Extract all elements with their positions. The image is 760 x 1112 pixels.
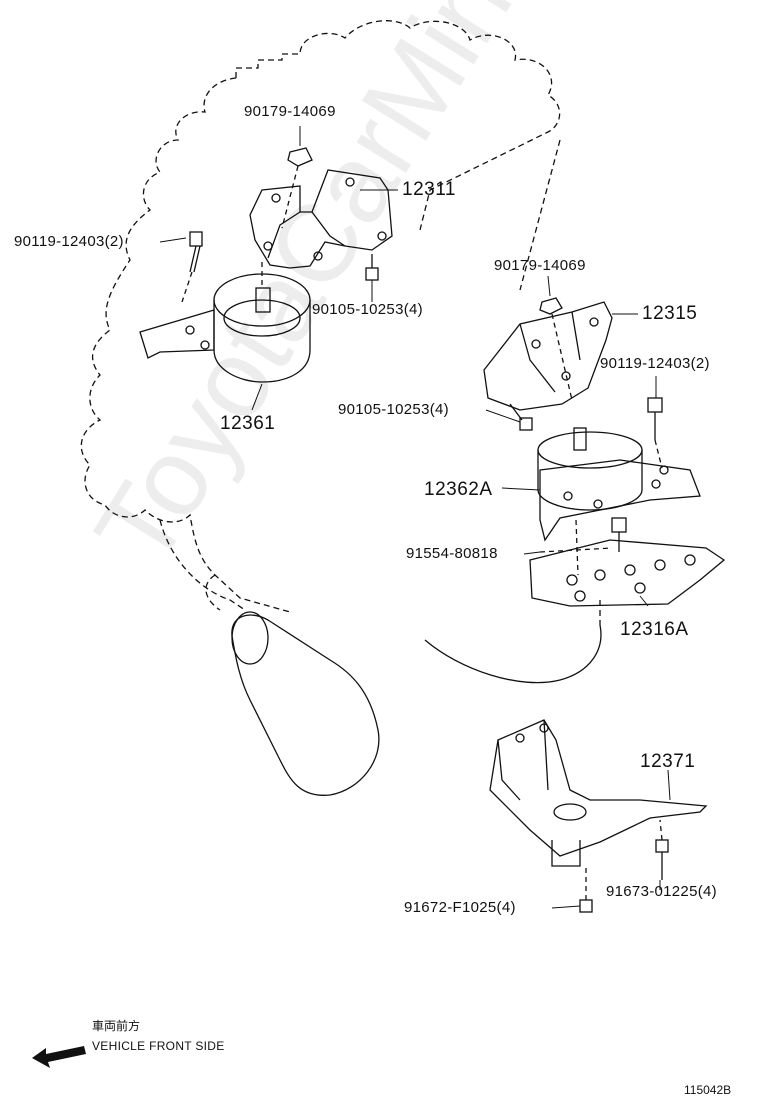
part-label-12362A: 12362A [424,479,493,500]
mount-12371 [489,719,708,867]
mount-12361 [139,273,311,383]
nut-right [539,297,563,315]
bracket-12315 [483,301,613,411]
bolt-right-upper [647,397,663,440]
part-label-90179-right: 90179-14069 [494,257,586,274]
part-label-91673: 91673-01225(4) [606,883,717,900]
part-label-90119-left: 90119-12403(2) [14,233,124,250]
part-label-90105-right: 90105-10253(4) [338,401,449,418]
transmission-flange [231,611,269,665]
bolt-91554 [611,517,627,552]
part-label-12371: 12371 [640,751,696,772]
part-label-12361: 12361 [220,413,276,434]
part-label-91672: 91672-F1025(4) [404,899,516,916]
part-label-90105-top: 90105-10253(4) [312,301,423,318]
bolt-91672 [579,899,593,913]
engine-right-edge [519,139,601,625]
bolt-91673 [655,839,669,880]
bolt-right-small [509,403,533,431]
nut-top [287,147,313,167]
engine-outline-lower [159,519,246,611]
bracket-12311 [249,169,393,269]
part-label-90179-top: 90179-14069 [244,103,336,120]
diagram-code: 115042B [684,1083,732,1097]
part-label-91554: 91554-80818 [406,545,498,562]
engine-outline [80,20,561,613]
bolt-top-small [365,254,379,281]
front-arrow-icon [32,1046,86,1068]
transmission-body [231,614,380,796]
part-label-12316A: 12316A [620,619,689,640]
plate-12316A [529,539,726,607]
part-label-12315: 12315 [642,303,698,324]
front-side-japanese: 車両前方 [92,1019,141,1033]
front-side-english: VEHICLE FRONT SIDE [92,1039,225,1053]
engine-side-line [424,624,602,684]
part-label-12311: 12311 [402,179,456,200]
mount-12362A [537,427,701,542]
bolt-left [189,231,203,273]
part-label-90119-right: 90119-12403(2) [600,355,710,372]
